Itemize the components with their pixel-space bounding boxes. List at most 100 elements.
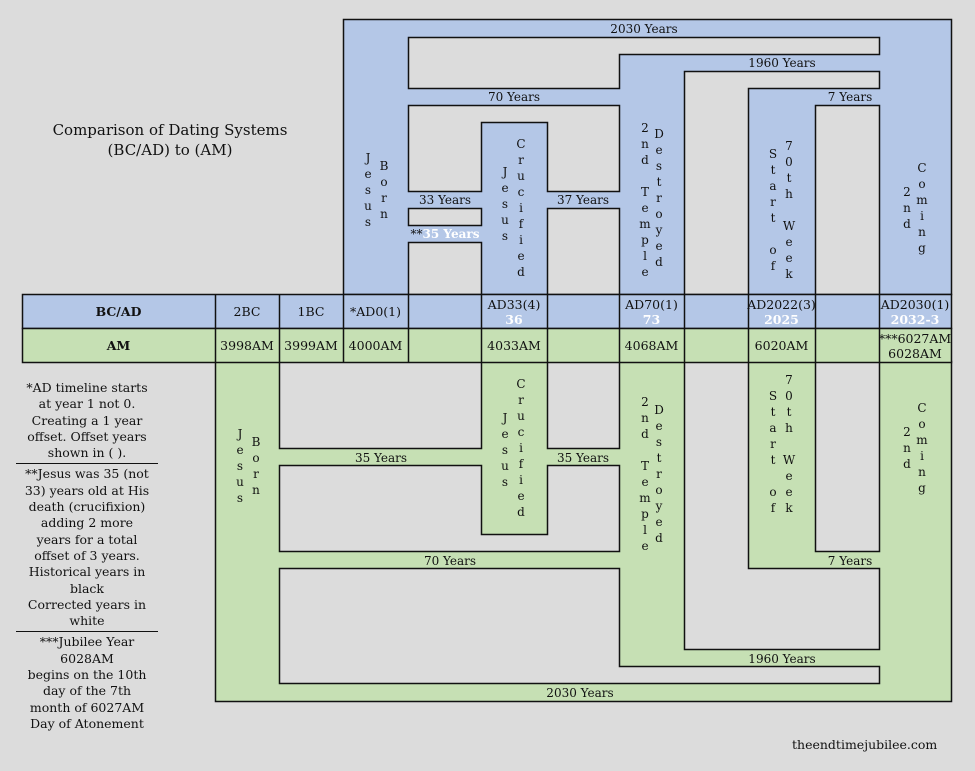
bottom-upper-left	[278, 360, 483, 450]
bottom-span-1960: 1960 Years	[748, 652, 816, 666]
top-event-coming: C o m i n g	[916, 161, 928, 255]
bcad-value: AD2030(1)	[880, 296, 950, 312]
bottom-event-born: B o r n	[251, 435, 261, 497]
bottom-35-70-cutout	[278, 464, 621, 553]
am-value: 6020AM	[754, 338, 809, 353]
top-33-35-gap	[407, 207, 483, 227]
am-cell: 4068AM	[619, 329, 684, 362]
bcad-corrected-value: 2032-3	[890, 311, 940, 327]
bcad-row	[21, 293, 953, 330]
note-jubilee-year: ***Jubilee Year 6028AM	[39, 634, 135, 666]
bcad-value: *AD0(1)	[350, 304, 401, 319]
am-value: 3998AM	[220, 338, 274, 353]
bottom-event-start-of: S t a r t o f	[768, 389, 778, 515]
am-header: AM	[22, 329, 215, 362]
website-footer[interactable]: theendtimejubilee.com	[792, 737, 938, 752]
bottom-event-70th-week: 7 0 t h W e e k	[782, 373, 796, 515]
bottom-span-2030: 2030 Years	[546, 686, 614, 700]
bottom-event-coming: C o m i n g	[916, 401, 928, 495]
top-span-35-label: 35 Years	[422, 227, 480, 241]
top-event-2nd-temple: 2 n d T e m p l e	[639, 121, 651, 279]
note-corrected-years: Corrected years in white	[27, 596, 147, 629]
top-70-right-lower	[546, 207, 621, 296]
bottom-event-destroyed: D e s t r o y e d	[654, 403, 664, 545]
bcad-value: 1BC	[297, 304, 325, 319]
top-span-35-marker: **	[410, 227, 423, 241]
bottom-span-70: 70 Years	[423, 554, 477, 568]
top-2030-cutout	[407, 36, 881, 90]
top-span-35-corrected: **35 Years	[411, 227, 480, 241]
am-cell: 3999AM	[279, 329, 343, 362]
top-70-left-upper	[407, 104, 621, 193]
bcad-cell: 1BC	[279, 295, 343, 328]
bcad-cell: 2BC	[215, 295, 279, 328]
top-event-2nd: 2 n d	[903, 185, 911, 231]
bottom-span-7: 7 Years	[827, 554, 873, 568]
am-cell: 3998AM	[215, 329, 279, 362]
note-day-of-atonement: Day of Atonement	[30, 715, 144, 731]
bcad-cell: AD33(4)36	[481, 295, 547, 328]
note-historical-years: Historical years in black	[28, 564, 146, 596]
bottom-70-2030-cutout	[278, 567, 881, 685]
bcad-header-text: BC/AD	[95, 304, 142, 319]
bcad-cell: AD2022(3)2025	[747, 295, 816, 328]
bottom-event-jesus: J e s u s	[236, 427, 244, 505]
top-event-jesus: J e s u s	[364, 151, 372, 229]
diagram-title: Comparison of Dating Systems (BC/AD) to …	[20, 120, 320, 160]
am-cell: 4033AM	[481, 329, 547, 362]
bottom-upper-right	[546, 360, 621, 450]
notes-panel: *AD timeline starts at year 1 not 0. Cre…	[16, 380, 158, 732]
top-span-1960: 1960 Years	[748, 56, 816, 70]
bcad-header: BC/AD	[22, 295, 215, 328]
top-span-7: 7 Years	[827, 90, 873, 104]
top-70-left-lower	[407, 241, 483, 296]
title-line-2: (BC/AD) to (AM)	[107, 141, 233, 159]
bcad-corrected-value: 73	[642, 311, 661, 327]
bcad-value: AD2022(3)	[747, 296, 816, 312]
top-span-70: 70 Years	[487, 90, 541, 104]
note-jesus-age: **Jesus was 35 (not 33) years old at His…	[24, 466, 150, 563]
bottom-event-2nd: 2 n d	[903, 425, 911, 471]
top-event-70th-week: 7 0 t h W e e k	[782, 139, 796, 281]
am-row	[21, 327, 953, 364]
am-value: 4068AM	[624, 338, 679, 353]
top-7-cutout	[814, 104, 881, 296]
top-event-crucified: C r u c i f i e d	[516, 137, 526, 279]
notes-divider	[16, 631, 158, 633]
bcad-value: 2BC	[233, 304, 261, 319]
bcad-value: AD33(4)	[487, 296, 541, 312]
bcad-corrected-value: 36	[505, 311, 523, 327]
am-value: 3999AM	[284, 338, 338, 353]
bcad-cell: AD2030(1)2032-3	[879, 295, 951, 328]
bottom-span-35b: 35 Years	[556, 451, 610, 465]
notes-divider	[16, 463, 158, 465]
bcad-corrected-value: 2025	[764, 311, 799, 327]
top-event-start-of: S t a r t o f	[768, 147, 778, 273]
bottom-7-cutout	[814, 360, 881, 553]
bcad-cell: *AD0(1)	[343, 295, 408, 328]
am-cell: 4000AM	[343, 329, 408, 362]
title-line-1: Comparison of Dating Systems	[52, 121, 288, 139]
am-header-text: AM	[106, 338, 131, 353]
top-event-jesus-cr: J e s u s	[501, 165, 509, 243]
am-value: 4033AM	[487, 338, 541, 353]
am-value-2: 6028AM	[888, 345, 942, 361]
am-value: 4000AM	[348, 338, 403, 353]
top-span-37: 37 Years	[556, 193, 610, 207]
bottom-event-2nd-temple: 2 n d T e m p l e	[639, 395, 651, 553]
top-span-2030: 2030 Years	[610, 22, 678, 36]
bcad-cell: AD70(1)73	[619, 295, 684, 328]
top-event-destroyed: D e s t r o y e d	[654, 127, 664, 269]
note-ad-offset: *AD timeline starts at year 1 not 0. Cre…	[26, 380, 148, 461]
top-event-born: B o r n	[379, 159, 389, 221]
bcad-value: AD70(1)	[625, 296, 678, 312]
note-jubilee-begins: begins on the 10th day of the 7th month …	[27, 667, 147, 715]
bottom-span-35a: 35 Years	[354, 451, 408, 465]
bottom-event-jesus-cr: J e s u s	[501, 411, 509, 489]
table-gridlines	[214, 294, 881, 363]
am-value: ***6027AM	[878, 330, 952, 346]
am-cell: 6020AM	[748, 329, 815, 362]
top-span-33: 33 Years	[418, 193, 472, 207]
